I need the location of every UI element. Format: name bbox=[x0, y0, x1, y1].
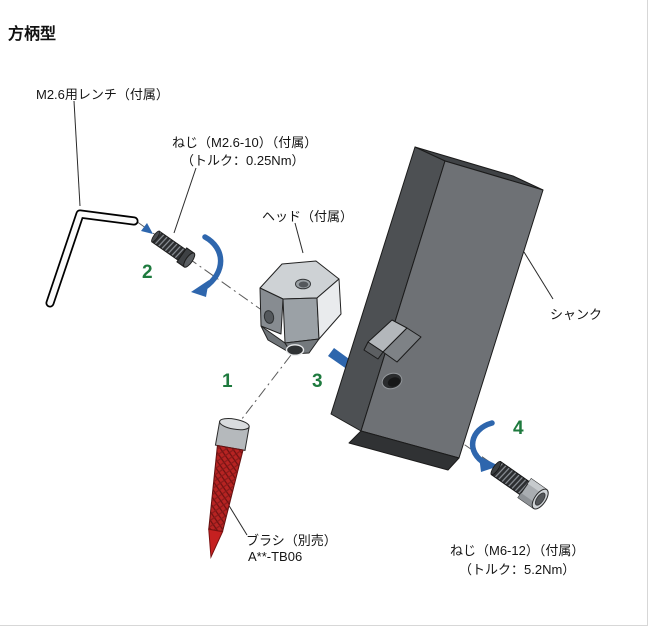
shank-bottom-end bbox=[348, 430, 460, 471]
head-label: ヘッド（付属） bbox=[262, 209, 354, 224]
axis-arrow-icon bbox=[141, 223, 153, 234]
head-drawing bbox=[259, 260, 342, 356]
axis-head-to-brush bbox=[237, 354, 292, 425]
small-screw-drawing bbox=[151, 230, 196, 268]
head-left-face bbox=[259, 287, 284, 335]
large-screw-torque-label: （トルク：5.2Nm） bbox=[459, 562, 576, 577]
shank-leader-line bbox=[523, 251, 554, 300]
brush-leader-line bbox=[227, 503, 248, 536]
step-number-3: 3 bbox=[312, 371, 323, 392]
brush-drawing bbox=[208, 418, 250, 560]
shank-notch-side-face bbox=[363, 341, 384, 360]
head-side-hole bbox=[263, 310, 275, 324]
head-right-face bbox=[316, 278, 342, 340]
step-number-2: 2 bbox=[142, 262, 153, 283]
head-bottom-hole bbox=[285, 344, 305, 356]
step-number-4: 4 bbox=[513, 418, 524, 439]
wrench-leader-line bbox=[73, 100, 81, 207]
shank-notch-wall-face bbox=[382, 327, 422, 363]
small-screw-leader-line bbox=[173, 167, 197, 234]
shank-drawing bbox=[330, 146, 544, 471]
large-screw-drawing bbox=[490, 460, 549, 510]
brush-tip bbox=[208, 528, 224, 560]
wrench-label: M2.6用レンチ（付属） bbox=[36, 87, 169, 102]
large-screw-label: ねじ（M6-12）（付属） bbox=[450, 543, 585, 558]
shank-label: シャンク bbox=[550, 307, 603, 322]
brush-label: ブラシ（別売） bbox=[246, 533, 337, 548]
small-screw-torque-label: （トルク：0.25Nm） bbox=[181, 153, 305, 168]
small-screw-label: ねじ（M2.6-10）（付属） bbox=[172, 135, 318, 150]
axis-shank-to-screw bbox=[429, 420, 498, 468]
step-number-1: 1 bbox=[222, 371, 233, 392]
head-front-face bbox=[282, 297, 320, 344]
leader-lines bbox=[73, 100, 554, 536]
brush-model-label: A**-TB06 bbox=[248, 549, 303, 564]
rotate-arrow-step2-icon bbox=[191, 234, 224, 297]
page-title: 方柄型 bbox=[8, 26, 57, 43]
hex-wrench-drawing bbox=[45, 209, 139, 308]
head-leader-line bbox=[294, 222, 304, 254]
rotate-arrow-step4-icon bbox=[469, 420, 499, 472]
screw-socket bbox=[534, 492, 546, 506]
